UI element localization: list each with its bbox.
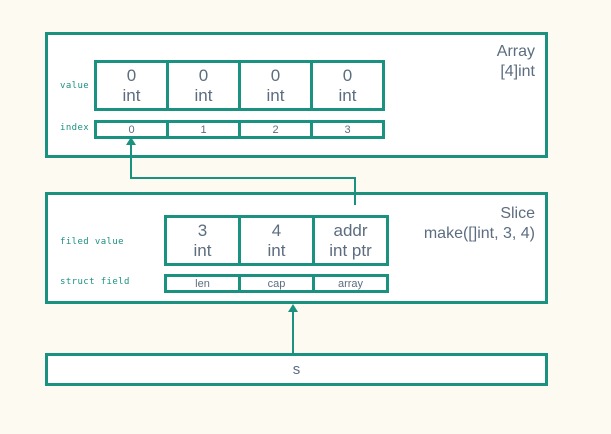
slice-value-row-label: filed value bbox=[60, 237, 125, 247]
slice-caption-line1: Slice bbox=[500, 205, 535, 222]
variable-name: s bbox=[292, 361, 301, 378]
slice-value-len: 3 bbox=[197, 220, 208, 240]
array-pointer-segment-vertical-right bbox=[354, 177, 356, 205]
array-index-row: 0 1 2 3 bbox=[94, 120, 385, 139]
array-value-row-label: value bbox=[60, 81, 90, 91]
slice-value-cell-cap: 4 int bbox=[238, 215, 315, 266]
array-type-0: int bbox=[122, 85, 141, 105]
array-value-row: 0 int 0 int 0 int 0 int bbox=[94, 60, 385, 111]
variable-pointer-segment-vertical bbox=[292, 312, 294, 355]
slice-value-cap: 4 bbox=[271, 220, 282, 240]
array-container: Array [4]int value index 0 int 0 int 0 i… bbox=[45, 32, 548, 158]
slice-value-row: 3 int 4 int addr int ptr bbox=[164, 215, 389, 266]
array-value-cell-1: 0 int bbox=[166, 60, 241, 111]
array-type-2: int bbox=[266, 85, 285, 105]
array-value-0: 0 bbox=[126, 65, 137, 85]
array-value-1: 0 bbox=[198, 65, 209, 85]
array-caption-line2: [4]int bbox=[500, 63, 535, 80]
slice-type-cap: int bbox=[267, 240, 286, 260]
array-pointer-arrowhead-icon bbox=[126, 137, 136, 145]
array-pointer-segment-horizontal bbox=[130, 177, 356, 179]
slice-field-cell-cap: cap bbox=[238, 274, 315, 293]
slice-value-cell-array: addr int ptr bbox=[312, 215, 389, 266]
slice-value-cell-len: 3 int bbox=[164, 215, 241, 266]
slice-type-array: int ptr bbox=[329, 240, 372, 260]
slice-container: Slice make([]int, 3, 4) filed value stru… bbox=[45, 192, 548, 304]
variable-container: s bbox=[45, 353, 548, 386]
array-type-1: int bbox=[194, 85, 213, 105]
array-value-cell-3: 0 int bbox=[310, 60, 385, 111]
slice-field-row-label: struct field bbox=[60, 277, 130, 287]
array-index-cell-3: 3 bbox=[310, 120, 385, 139]
slice-field-row: len cap array bbox=[164, 274, 389, 293]
slice-type-len: int bbox=[193, 240, 212, 260]
array-caption-line1: Array bbox=[496, 43, 535, 60]
array-index-row-label: index bbox=[60, 123, 90, 133]
slice-caption-line2: make([]int, 3, 4) bbox=[423, 225, 535, 242]
array-value-cell-2: 0 int bbox=[238, 60, 313, 111]
array-value-3: 0 bbox=[342, 65, 353, 85]
slice-caption: Slice make([]int, 3, 4) bbox=[424, 204, 535, 244]
array-value-cell-0: 0 int bbox=[94, 60, 169, 111]
variable-pointer-arrowhead-icon bbox=[288, 304, 298, 312]
slice-field-cell-len: len bbox=[164, 274, 241, 293]
array-caption: Array [4]int bbox=[497, 42, 535, 82]
array-pointer-segment-vertical-left bbox=[130, 145, 132, 178]
array-index-cell-1: 1 bbox=[166, 120, 241, 139]
array-index-cell-2: 2 bbox=[238, 120, 313, 139]
slice-value-array: addr bbox=[333, 220, 368, 240]
slice-field-cell-array: array bbox=[312, 274, 389, 293]
array-value-2: 0 bbox=[270, 65, 281, 85]
array-type-3: int bbox=[338, 85, 357, 105]
